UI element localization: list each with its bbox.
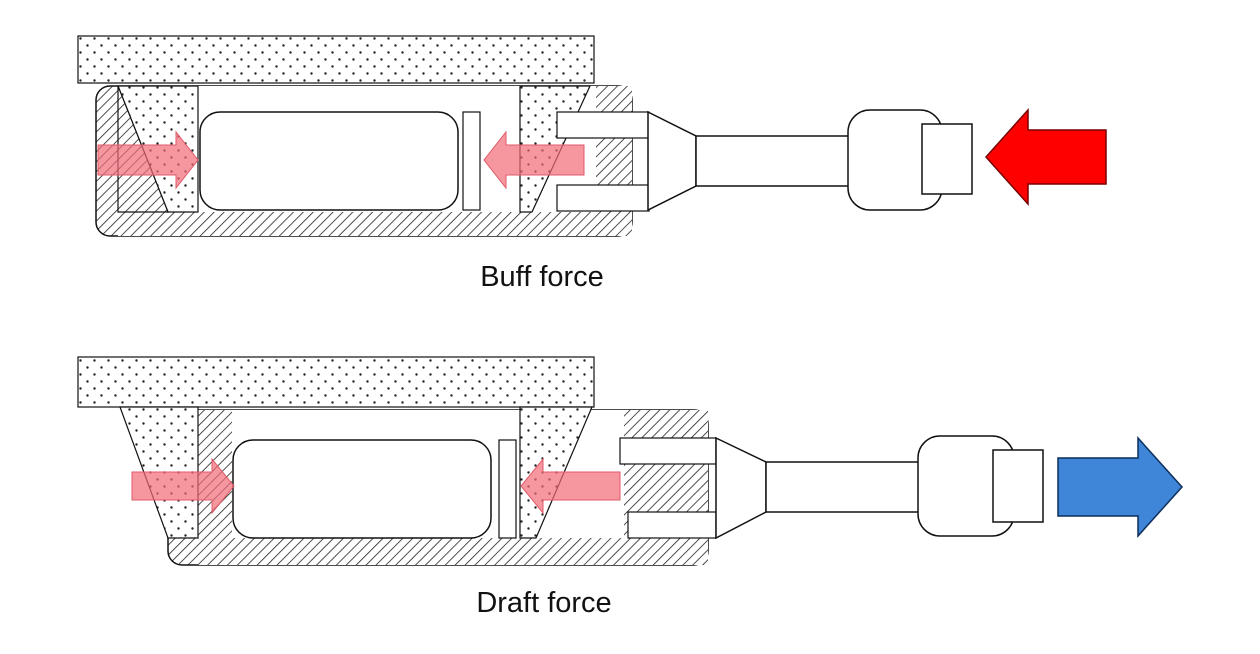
draft-force-arrow [1057, 436, 1184, 538]
rubber-cushion-bottom [232, 439, 492, 539]
internal-arrow-bottom-left [131, 457, 235, 515]
draft-force-label: Draft force [476, 587, 611, 619]
car-body-bottom [77, 356, 595, 408]
follower-plate-bottom [498, 439, 517, 539]
follower-plate-top [462, 111, 481, 211]
buff-force-assembly: Buff force [77, 35, 1107, 293]
car-body-top [77, 35, 595, 84]
buff-force-label: Buff force [480, 261, 604, 293]
coupler-bottom [715, 435, 1044, 540]
internal-arrow-top-right [483, 130, 585, 190]
buff-force-arrow [984, 108, 1107, 206]
internal-arrow-top-left [97, 130, 199, 190]
rubber-cushion-top [199, 111, 459, 211]
coupler-top [647, 109, 973, 212]
draft-force-assembly: Draft force [77, 356, 1184, 619]
internal-arrow-bottom-right [520, 457, 621, 515]
